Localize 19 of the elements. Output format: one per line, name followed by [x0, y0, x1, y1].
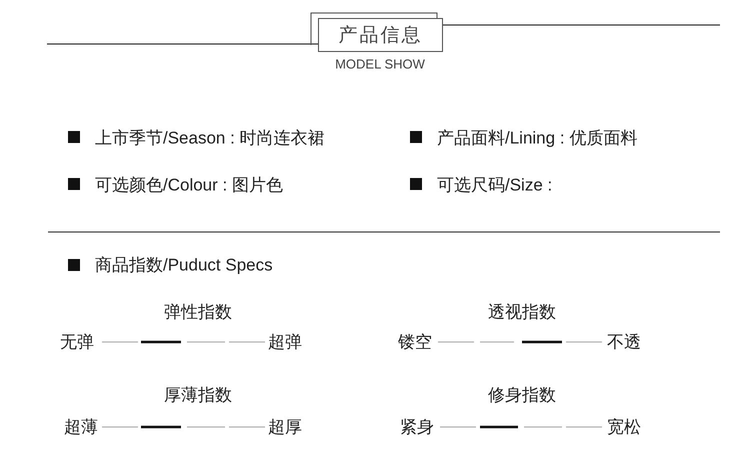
subtitle: MODEL SHOW: [335, 56, 425, 72]
section-heading: 商品指数/Puduct Specs: [95, 254, 273, 276]
scale-end-label: 宽松: [607, 416, 641, 438]
scale-end-label: 超薄: [64, 416, 98, 438]
scale-title: 透视指数: [488, 302, 556, 324]
spec-text: 可选尺码/Size :: [437, 174, 552, 196]
scale-title: 厚薄指数: [164, 384, 232, 406]
scale-end-label: 镂空: [398, 332, 432, 354]
scale-end-label: 不透: [607, 332, 641, 354]
scale-end-label: 无弹: [60, 332, 94, 354]
scale-title: 弹性指数: [164, 302, 232, 324]
scale-end-label: 超弹: [268, 332, 302, 354]
spec-text: 产品面料/Lining : 优质面料: [437, 128, 638, 150]
spec-text: 可选颜色/Colour : 图片色: [95, 174, 283, 196]
title-box: 产品信息: [318, 18, 443, 52]
scale-end-label: 超厚: [268, 416, 302, 438]
scale-title: 修身指数: [488, 384, 556, 406]
scale-end-label: 紧身: [400, 416, 434, 438]
spec-text: 上市季节/Season : 时尚连衣裙: [95, 128, 325, 150]
